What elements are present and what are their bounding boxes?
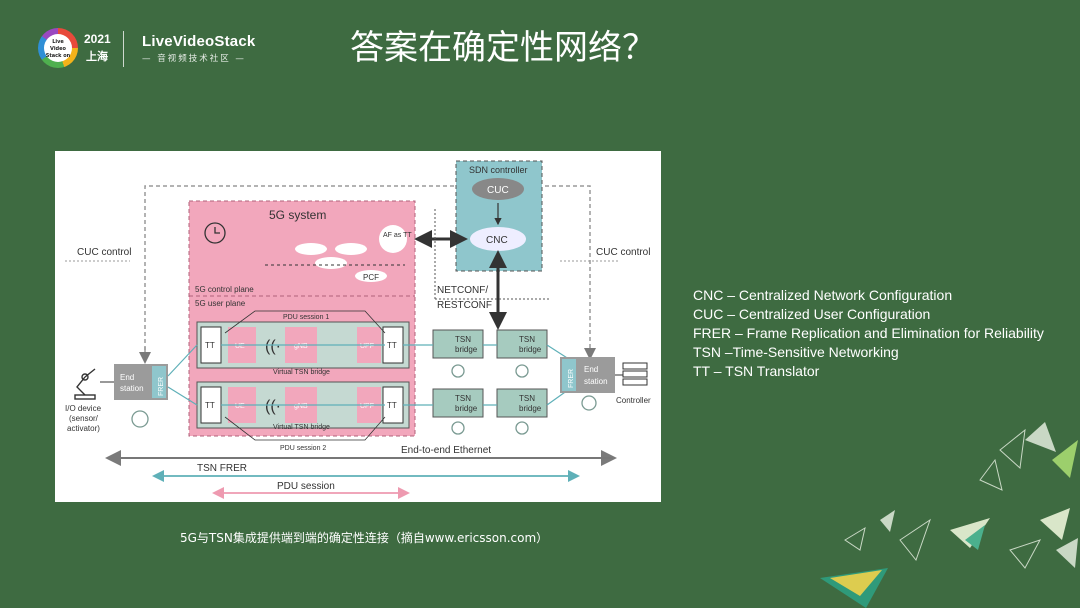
svg-text:I/O device: I/O device (65, 404, 102, 413)
svg-text:UE: UE (235, 343, 245, 350)
legend: CNC – Centralized Network Configuration … (693, 286, 1044, 381)
svg-text:station: station (120, 384, 144, 393)
svg-text:End: End (120, 373, 134, 382)
logo-year: 2021 (84, 32, 111, 46)
netconf-label: NETCONF/ (437, 285, 488, 296)
svg-text:TT: TT (387, 401, 397, 410)
cnc-node (470, 227, 526, 251)
af-as-tt-label: AF as TT (383, 232, 412, 239)
pdu-session-1-label: PDU session 1 (283, 314, 329, 321)
svg-text:Virtual TSN bridge: Virtual TSN bridge (273, 369, 330, 376)
pcf-node (355, 270, 387, 282)
svg-text:FRER: FRER (158, 377, 165, 396)
cuc-control-left-label: CUC control (77, 247, 131, 258)
svg-text:TT: TT (205, 401, 215, 410)
user-plane-label: 5G user plane (195, 299, 246, 308)
cuc-node (472, 178, 524, 200)
svg-text:TSN: TSN (455, 335, 471, 344)
restconf-label: RESTCONF (437, 300, 492, 311)
svg-text:station: station (584, 377, 608, 386)
tsn-5g-diagram: CUC control CUC control SDN controller C… (55, 151, 661, 502)
sync-clock-icons (131, 364, 597, 435)
svg-text:Virtual TSN bridge: Virtual TSN bridge (273, 424, 330, 431)
pdu-session-label: PDU session (277, 481, 335, 492)
svg-text:UE: UE (235, 403, 245, 410)
cnc-label: CNC (486, 235, 508, 246)
cuc-control-line-left (144, 185, 455, 357)
legend-item: FRER – Frame Replication and Elimination… (693, 325, 1044, 341)
svg-text:TSN: TSN (519, 335, 535, 344)
sdn-controller-label: SDN controller (469, 165, 528, 175)
tsn-frer-label: TSN FRER (197, 463, 247, 474)
logo-city: 上海 (86, 50, 108, 63)
5g-system-label: 5G system (269, 208, 326, 222)
controller-icon (622, 362, 648, 386)
svg-text:bridge: bridge (519, 345, 542, 354)
svg-text:End: End (584, 365, 598, 374)
logo-badge-text: Live Video Stack on (44, 34, 72, 62)
svg-text:TT: TT (387, 341, 397, 350)
logo-brand: LiveVideoStack (142, 33, 256, 50)
diagram-caption: 5G与TSN集成提供端到端的确定性连接（摘自www.ericsson.com） (180, 531, 549, 545)
af-node (379, 225, 407, 253)
logo-divider (123, 31, 124, 67)
svg-text:TT: TT (205, 341, 215, 350)
svg-text:TSN: TSN (455, 394, 471, 403)
svg-text:gNB: gNB (294, 343, 308, 350)
robot-arm-icon (74, 368, 96, 400)
decorative-triangles (820, 422, 1078, 608)
legend-item: CUC – Centralized User Configuration (693, 306, 931, 322)
event-logo: Live Video Stack on 2021 上海 LiveVideoSta… (38, 28, 263, 72)
pcf-label: PCF (363, 273, 379, 282)
svg-text:FRER: FRER (568, 369, 575, 388)
e2e-ethernet-label: End-to-end Ethernet (401, 445, 491, 456)
svg-text:activator): activator) (67, 424, 100, 433)
cuc-label: CUC (487, 185, 509, 196)
pdu-session-2-label: PDU session 2 (280, 445, 326, 452)
radio-icon: ((· (265, 398, 281, 415)
svg-text:bridge: bridge (519, 404, 542, 413)
slide-title: 答案在确定性网络？ (350, 28, 656, 68)
logo-subtitle: — 音视频技术社区 — (142, 54, 246, 64)
svg-text:bridge: bridge (455, 404, 478, 413)
control-plane-label: 5G control plane (195, 285, 254, 294)
svg-text:UPF: UPF (360, 343, 374, 350)
clock-icon (204, 222, 226, 244)
logo-circle-icon: Live Video Stack on (38, 28, 78, 68)
controller-label: Controller (616, 396, 651, 405)
legend-item: TSN –Time-Sensitive Networking (693, 344, 899, 360)
tsn-bridge-group: TSN bridge TSN bridge TSN bridge TSN bri… (432, 329, 548, 418)
radio-icon: ((· (265, 338, 281, 355)
cuc-control-line-right (545, 185, 596, 360)
cuc-control-right-label: CUC control (596, 247, 650, 258)
svg-text:bridge: bridge (455, 345, 478, 354)
svg-text:UPF: UPF (360, 403, 374, 410)
svg-text:gNB: gNB (294, 403, 308, 410)
legend-item: CNC – Centralized Network Configuration (693, 287, 953, 303)
svg-text:TSN: TSN (519, 394, 535, 403)
svg-text:(sensor/: (sensor/ (69, 414, 99, 423)
legend-item: TT – TSN Translator (693, 363, 820, 379)
